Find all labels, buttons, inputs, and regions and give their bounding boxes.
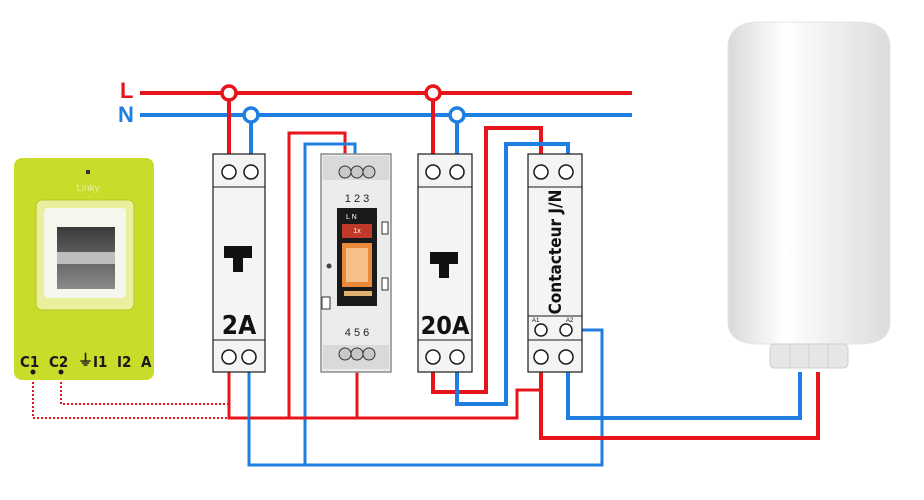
terminal [338, 165, 352, 179]
water-heater [727, 21, 891, 369]
wire-c1-dotted [32, 370, 289, 419]
wire-c2-dotted [60, 370, 229, 405]
meter-display-band [57, 252, 115, 264]
meter-terminal-labels: C1 C2 ⏚ I1 I2 A [20, 351, 152, 371]
wire-2a-neutral-out [247, 328, 604, 467]
wire-relay-phase-loop [287, 131, 347, 418]
junction-phase-1 [220, 84, 238, 102]
wire-contactor-phase-to-heater [539, 355, 820, 440]
relay-ln-label: L N [346, 214, 357, 221]
terminal-c2-dot [58, 369, 64, 375]
terminal [558, 349, 574, 365]
terminal [534, 323, 548, 337]
breaker-2a: 2A [212, 153, 266, 373]
terminal [559, 323, 573, 337]
terminal [425, 349, 441, 365]
relay-mode-label: 1x [353, 228, 361, 235]
terminal [350, 165, 364, 179]
meter-led [86, 170, 90, 174]
breaker-toggle-icon [430, 252, 458, 278]
breaker-20a-rating: 20A [421, 311, 470, 340]
wires [32, 91, 820, 467]
terminal [221, 164, 237, 180]
terminal [425, 164, 441, 180]
relay-bottom-terminals: 4 5 6 [345, 327, 369, 339]
coil-a2-label: A2 [566, 318, 574, 324]
contactor: A1 A2 Contacteur J/N [527, 153, 583, 373]
terminal [221, 349, 237, 365]
terminal-i1-label: I1 [93, 353, 107, 371]
terminal-c1-dot [30, 369, 36, 375]
heater-tank [727, 21, 891, 345]
wire-contactor-neutral-to-heater [566, 355, 802, 420]
wire-20a-phase-out [431, 126, 543, 394]
terminal [449, 164, 465, 180]
linky-meter: Linky C1 C2 ⏚ I1 I2 A [14, 158, 154, 380]
terminal [241, 349, 257, 365]
terminal [350, 347, 364, 361]
terminal [362, 347, 376, 361]
relay-module: 1 2 3 4 5 6 L N 1x [320, 153, 392, 373]
meter-brand: Linky [76, 183, 99, 194]
contactor-name: Contacteur J/N [546, 190, 566, 315]
wire-20a-neutral-out [455, 142, 570, 406]
coil-a1-label: A1 [532, 318, 540, 324]
terminal [533, 164, 549, 180]
phase-label: L [120, 78, 133, 103]
junctions [220, 84, 466, 124]
junction-neutral-1 [242, 106, 260, 124]
terminal [449, 349, 465, 365]
breaker-20a: 20A [417, 153, 473, 373]
terminal-c1-label: C1 [20, 353, 39, 371]
terminal [533, 349, 549, 365]
relay-led [326, 263, 332, 269]
breaker-2a-rating: 2A [222, 311, 256, 341]
terminal [362, 165, 376, 179]
terminal-c2-label: C2 [49, 353, 68, 371]
breaker-toggle-icon [224, 246, 252, 272]
terminal [558, 164, 574, 180]
terminal-ground-label: ⏚ [78, 351, 93, 369]
terminal [243, 164, 259, 180]
junction-neutral-2 [448, 106, 466, 124]
junction-phase-2 [424, 84, 442, 102]
relay-top-terminals: 1 2 3 [345, 193, 369, 205]
terminal-a-label: A [141, 353, 152, 371]
terminal-i2-label: I2 [117, 353, 131, 371]
neutral-label: N [118, 102, 134, 127]
terminal [338, 347, 352, 361]
